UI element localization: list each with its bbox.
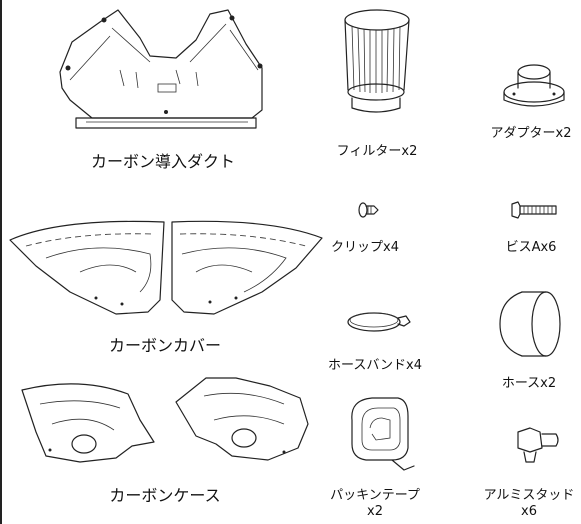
aluminum-stud-label-line1: アルミスタッド: [483, 488, 575, 503]
packing-tape-label-line1: パッキンテープ: [330, 488, 420, 503]
screw-a-label: ビスAx6: [505, 240, 557, 255]
filter-label: フィルターx2: [336, 144, 418, 159]
carbon-cover-label: カーボンカバー: [108, 336, 221, 355]
clip-label: クリップx4: [331, 240, 399, 255]
hose-band-label: ホースバンドx4: [328, 358, 422, 373]
carbon-intake-duct-label: カーボン導入ダクト: [90, 152, 235, 171]
packing-tape-label-line2: x2: [367, 504, 383, 519]
hose-label: ホースx2: [501, 376, 557, 391]
carbon-case-label: カーボンケース: [109, 486, 221, 505]
adapter-label: アダプターx2: [490, 126, 572, 141]
aluminum-stud-label-line2: x6: [521, 504, 537, 519]
